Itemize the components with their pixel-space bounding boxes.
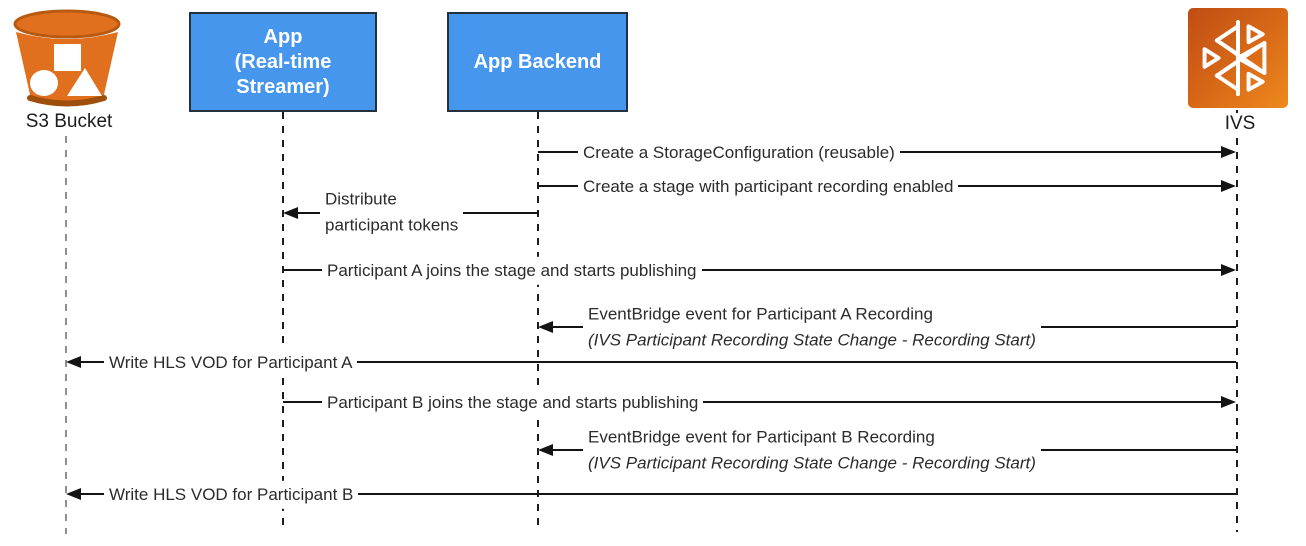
message-label: Write HLS VOD for Participant A (104, 348, 358, 378)
arrowhead-left-icon (538, 321, 553, 333)
message-label-line1: EventBridge event for Participant A Reco… (588, 304, 933, 324)
message-label: Distribute participant tokens (320, 185, 464, 241)
actor-label-s3: S3 Bucket (8, 111, 130, 133)
lifeline-s3 (65, 136, 67, 534)
message-label: Create a stage with participant recordin… (578, 172, 959, 202)
lifeline-ivs (1236, 110, 1238, 532)
message-line (80, 361, 1236, 363)
message-label-line2: participant tokens (325, 216, 459, 235)
message-label: Participant A joins the stage and starts… (322, 256, 702, 286)
message-label-line2: (IVS Participant Recording State Change … (588, 331, 1036, 350)
arrowhead-left-icon (66, 356, 81, 368)
message-label: EventBridge event for Participant A Reco… (583, 300, 1041, 356)
message-line (283, 269, 1222, 271)
message-label: Participant B joins the stage and starts… (322, 388, 704, 418)
message-label: Write HLS VOD for Participant B (104, 480, 359, 510)
arrowhead-left-icon (66, 488, 81, 500)
message-label-line1: EventBridge event for Participant B Reco… (588, 427, 935, 447)
message-line (80, 493, 1236, 495)
arrowhead-left-icon (283, 207, 298, 219)
message-label: EventBridge event for Participant B Reco… (583, 423, 1041, 479)
arrowhead-right-icon (1221, 146, 1236, 158)
ivs-icon (1188, 8, 1288, 108)
message-label: Create a StorageConfiguration (reusable) (578, 138, 900, 168)
actor-box-app: App (Real-time Streamer) (189, 12, 377, 112)
actor-label-ivs: IVS (1207, 113, 1273, 135)
lifeline-app (282, 112, 284, 532)
arrowhead-left-icon (538, 444, 553, 456)
s3-bucket-icon (6, 6, 128, 112)
actor-box-backend: App Backend (447, 12, 628, 112)
message-label-line1: Distribute (325, 189, 397, 209)
arrowhead-right-icon (1221, 180, 1236, 192)
message-label-line2: (IVS Participant Recording State Change … (588, 454, 1036, 473)
arrowhead-right-icon (1221, 264, 1236, 276)
arrowhead-right-icon (1221, 396, 1236, 408)
message-line (283, 401, 1222, 403)
